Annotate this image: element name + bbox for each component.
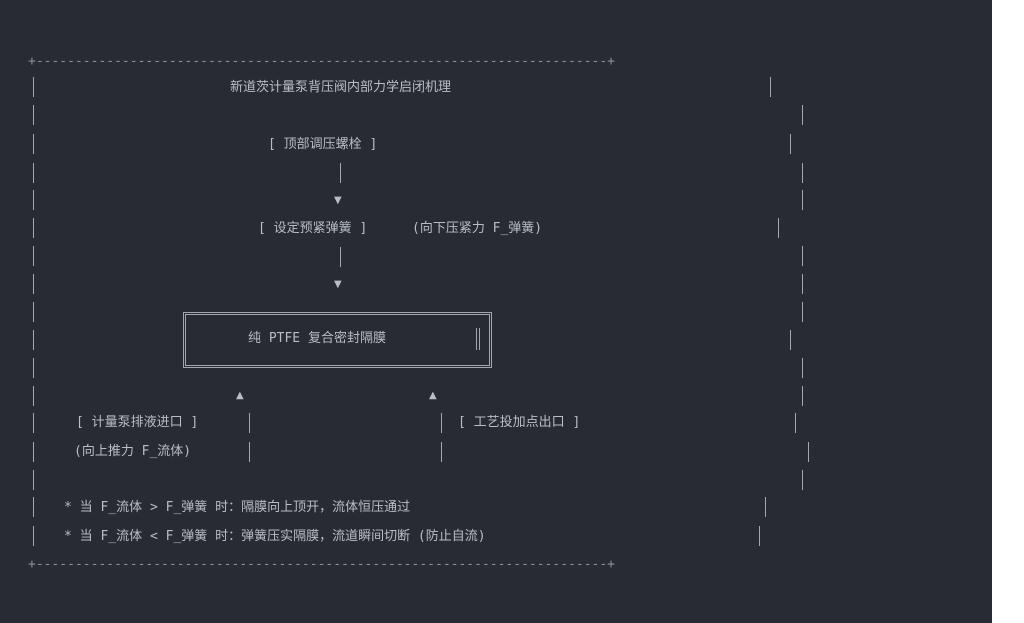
connector-line: [249, 413, 250, 433]
down-arrow-icon: ▼: [334, 279, 342, 290]
frame-bar-right: [802, 246, 803, 266]
frame-bar-right: [802, 274, 803, 294]
frame-bar-left: [33, 302, 34, 322]
spring-force-label: (向下压紧力 F_弹簧): [412, 221, 543, 236]
frame-bar-left: [33, 358, 34, 378]
spring-label: [ 设定预紧弹簧 ]: [258, 221, 368, 236]
frame-bar-left: [33, 413, 34, 433]
connector-line: [441, 413, 442, 433]
connector-line: [249, 442, 250, 462]
frame-bar-left: [33, 77, 34, 97]
connector-line: [340, 163, 341, 183]
top-border: +---------------------------------------…: [28, 54, 615, 69]
frame-bar-right: [802, 190, 803, 210]
up-arrow-icon: ▲: [429, 390, 437, 401]
membrane-label: 纯 PTFE 复合密封隔膜: [248, 331, 386, 346]
frame-bar-right: [790, 330, 791, 350]
frame-bar-left: [33, 330, 34, 350]
membrane-side-bar: [476, 328, 480, 350]
terminal-canvas: +---------------------------------------…: [0, 0, 992, 623]
frame-bar-right: [802, 105, 803, 125]
frame-bar-left: [33, 218, 34, 238]
frame-bar-left: [33, 134, 34, 154]
diagram-title: 新道茨计量泵背压阀内部力学启闭机理: [230, 80, 452, 95]
frame-bar-right: [802, 386, 803, 406]
membrane-box: [183, 312, 492, 368]
connector-line: [441, 442, 442, 462]
frame-bar-left: [33, 497, 34, 517]
note-line: * 当 F_流体 > F_弹簧 时：隔膜向上顶开，流体恒压通过: [64, 500, 411, 515]
frame-bar-right: [778, 218, 779, 238]
note-line: * 当 F_流体 < F_弹簧 时：弹簧压实隔膜，流道瞬间切断 (防止自流): [64, 529, 486, 544]
bottom-border: +---------------------------------------…: [28, 557, 615, 572]
top-bolt-label: [ 顶部调压螺栓 ]: [268, 137, 378, 152]
frame-bar-right: [808, 442, 809, 462]
frame-bar-left: [33, 190, 34, 210]
frame-bar-right: [802, 163, 803, 183]
frame-bar-right: [759, 526, 760, 546]
up-arrow-icon: ▲: [236, 390, 244, 401]
frame-bar-right: [770, 77, 771, 97]
frame-bar-left: [33, 442, 34, 462]
frame-bar-left: [33, 526, 34, 546]
frame-bar-right: [790, 134, 791, 154]
frame-bar-right: [765, 497, 766, 517]
frame-bar-right: [802, 358, 803, 378]
frame-bar-left: [33, 163, 34, 183]
inlet-force-label: (向上推力 F_流体): [74, 444, 192, 459]
frame-bar-right: [802, 302, 803, 322]
outlet-label: [ 工艺投加点出口 ]: [458, 415, 581, 430]
frame-bar-left: [33, 470, 34, 490]
frame-bar-left: [33, 246, 34, 266]
frame-bar-right: [795, 413, 796, 433]
frame-bar-left: [33, 274, 34, 294]
frame-bar-left: [33, 386, 34, 406]
frame-bar-right: [802, 470, 803, 490]
connector-line: [340, 247, 341, 267]
inlet-label: [ 计量泵排液进口 ]: [76, 415, 199, 430]
down-arrow-icon: ▼: [334, 195, 342, 206]
frame-bar-left: [33, 105, 34, 125]
